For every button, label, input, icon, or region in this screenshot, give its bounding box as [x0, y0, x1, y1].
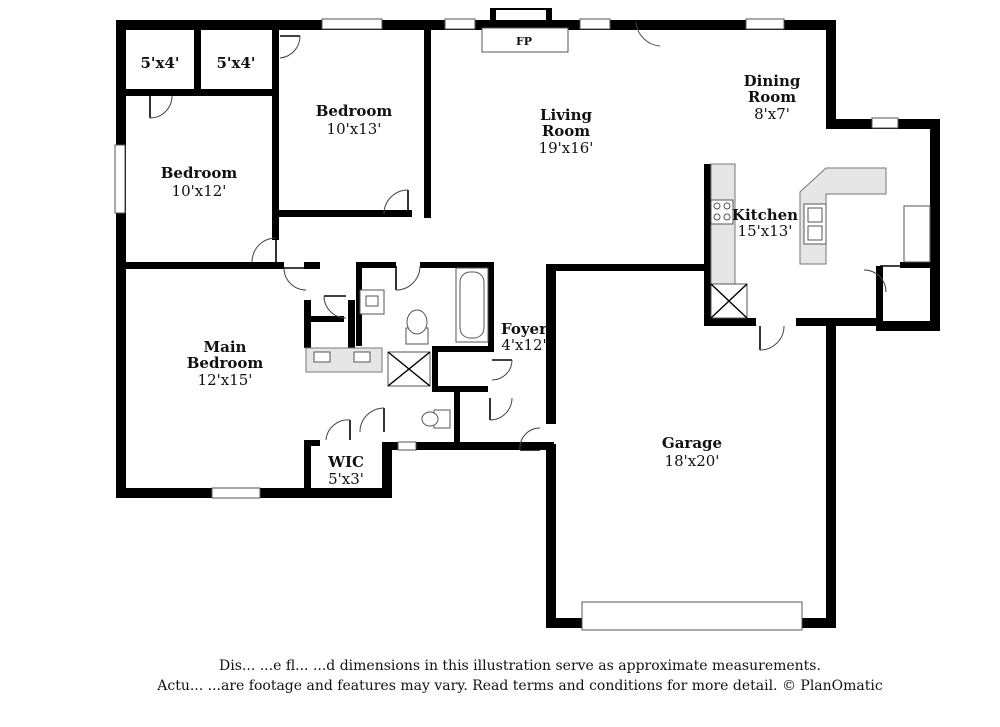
bedroom-top-name: Bedroom — [316, 102, 393, 120]
interior-walls — [124, 28, 934, 498]
fireplace: FP — [481, 8, 569, 53]
fireplace-label: FP — [516, 35, 532, 48]
bedroom-top-dims: 10'x13' — [327, 120, 382, 138]
dining-room-name-1: Dining — [744, 72, 801, 90]
doors — [149, 21, 900, 451]
main-bedroom-name-2: Bedroom — [187, 354, 264, 372]
dining-room-name-2: Room — [748, 88, 796, 106]
main-bedroom-dims: 12'x15' — [198, 371, 253, 389]
floor-plan: FP — [114, 8, 940, 631]
living-room-dims: 19'x16' — [539, 139, 594, 157]
garage-name: Garage — [662, 434, 722, 452]
room-labels: 5'x4' 5'x4' Bedroom 10'x13' Bedroom 10'x… — [140, 54, 800, 488]
disclaimer-line-2: Actu... ...are footage and features may … — [157, 678, 883, 694]
living-room-name-1: Living — [540, 106, 593, 124]
disclaimer-line-1: Dis... ...e fl... ...d dimensions in thi… — [219, 658, 821, 674]
closet-b-dims: 5'x4' — [216, 54, 255, 72]
main-bedroom-name-1: Main — [204, 338, 247, 356]
windows — [114, 18, 899, 499]
wic-name: WIC — [327, 453, 364, 471]
living-room-name-2: Room — [542, 122, 590, 140]
foyer-dims: 4'x12' — [501, 336, 546, 354]
kitchen-dims: 15'x13' — [738, 222, 793, 240]
fixtures — [305, 163, 931, 631]
garage-dims: 18'x20' — [665, 452, 720, 470]
bedroom-left-name: Bedroom — [161, 164, 238, 182]
dining-room-dims: 8'x7' — [754, 105, 790, 123]
foyer-name: Foyer — [501, 320, 548, 338]
closet-a-dims: 5'x4' — [140, 54, 179, 72]
disclaimer: Dis... ...e fl... ...d dimensions in thi… — [0, 656, 1000, 696]
kitchen-name: Kitchen — [732, 206, 798, 224]
wic-dims: 5'x3' — [328, 470, 364, 488]
bedroom-left-dims: 10'x12' — [172, 182, 227, 200]
